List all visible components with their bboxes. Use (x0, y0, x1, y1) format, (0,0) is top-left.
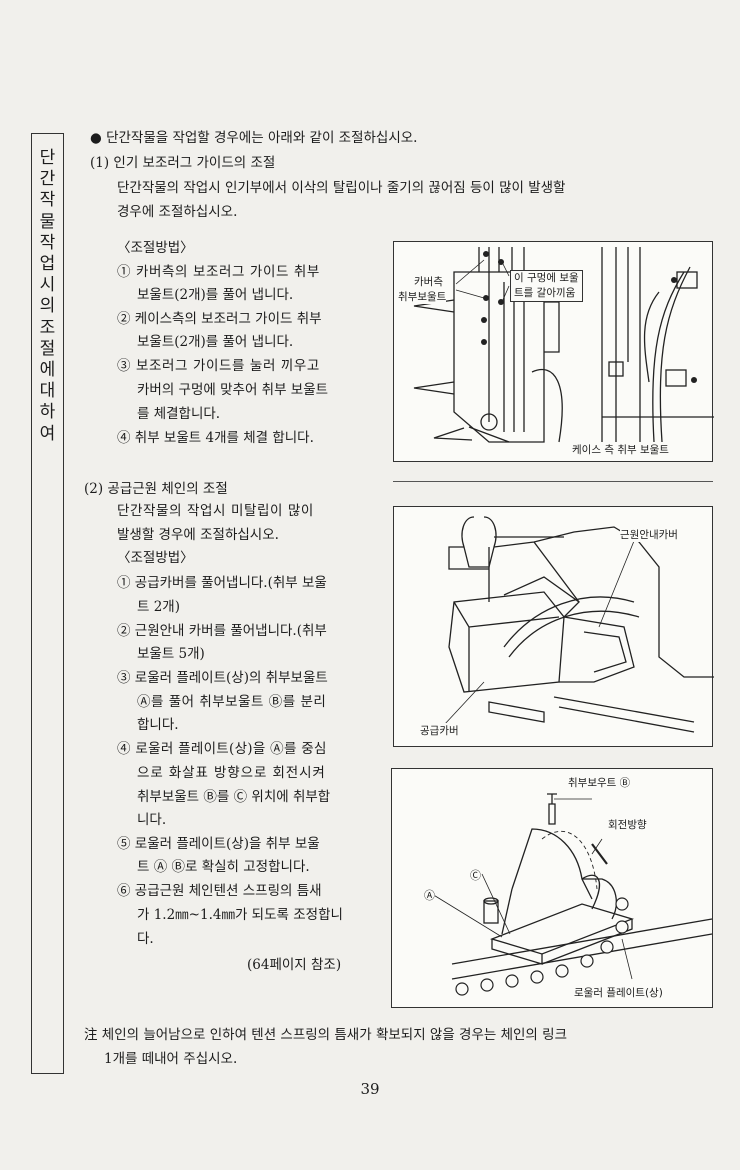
label-hole-2: 트를 갈아끼움 (514, 287, 576, 299)
s2-step4-line3: 취부보울트 Ⓑ를 Ⓒ 위치에 취부합 (137, 789, 331, 805)
section1-heading: (1) 인기 보조러그 가이드의 조절 (90, 155, 276, 171)
s2-step3-line2: Ⓐ를 풀어 취부보울트 Ⓑ를 분리 (137, 694, 327, 710)
s1-step2-line1: ② 케이스측의 보조러그 가이드 취부 (117, 311, 322, 327)
mark-c: Ⓒ (470, 867, 481, 883)
s2-step6-line1: ⑥ 공급근원 체인텐션 스프링의 틈새 (117, 883, 322, 899)
label-guide-cover: 근원안내카버 (620, 527, 678, 542)
note-line-1: 注 체인의 늘어남으로 인하여 텐션 스프링의 틈새가 확보되지 않을 경우는 … (84, 1027, 567, 1043)
s1-step3-line1: ③ 보조러그 가이드를 눌러 끼우고 (117, 358, 320, 374)
intro-line: ● 단간작물을 작업할 경우에는 아래와 같이 조절하십시오. (90, 130, 418, 146)
s2-step6-line3: 다. (137, 931, 154, 947)
label-cover-bolt-2: 취부보울트 (398, 289, 447, 304)
s1-step3-line3: 를 체결합니다. (137, 406, 221, 422)
s1-step1-line2: 보울트(2개)를 풀어 냅니다. (137, 287, 294, 303)
figure-lug-guide: 카버측 취부보울트 이 구멍에 보울 트를 갈아끼움 케이스 측 취부 보울트 (393, 241, 714, 462)
s1-step3-line2: 카버의 구멍에 맞추어 취부 보울트 (137, 382, 329, 398)
label-hole-1: 이 구멍에 보울 (514, 272, 579, 284)
label-hole-box: 이 구멍에 보울 트를 갈아끼움 (510, 270, 583, 302)
s1-step2-line2: 보울트(2개)를 풀어 냅니다. (137, 334, 294, 350)
s2-step2-line1: ② 근원안내 카버를 풀어냅니다.(취부 (117, 623, 327, 639)
s2-step3-line3: 합니다. (137, 717, 179, 733)
page-number: 39 (360, 1080, 380, 1098)
s2-step3-line1: ③ 로울러 플레이트(상)의 취부보울트 (117, 670, 328, 686)
figure-supply-cover: 근원안내카버 공급카버 (393, 506, 714, 747)
mark-a: Ⓐ (424, 887, 435, 903)
label-cover-bolt-1: 카버측 (414, 274, 443, 289)
label-supply-cover: 공급카버 (420, 723, 459, 738)
s2-step2-line2: 보울트 5개) (137, 646, 205, 662)
section1-method-title: 〈조절방법〉 (117, 240, 194, 256)
label-bolt-b: 취부보우트 Ⓑ (568, 775, 631, 790)
section1-desc-1: 단간작물의 작업시 인기부에서 이삭의 탈립이나 줄기의 끊어짐 등이 많이 발… (117, 180, 566, 196)
sidebar-title: 단간작물 작업시의 조절에 대하여 (39, 148, 56, 444)
s2-step1-line2: 트 2개) (137, 599, 180, 615)
section2-desc-1: 단간작물의 작업시 미탈립이 많이 (117, 503, 314, 519)
label-case-bolt: 케이스 측 취부 보울트 (572, 442, 669, 457)
section2-desc-2: 발생할 경우에 조절하십시오. (117, 527, 279, 543)
sidebar-box: 단간작물 작업시의 조절에 대하여 (31, 133, 64, 1074)
s2-step4-line2: 으로 화살표 방향으로 회전시켜 (137, 765, 326, 781)
section-divider (393, 481, 713, 482)
supply-cover-illustration (443, 516, 714, 733)
section2-heading: (2) 공급근원 체인의 조절 (84, 481, 228, 497)
s2-step4-line1: ④ 로울러 플레이트(상)을 Ⓐ를 중심 (117, 741, 327, 757)
label-roller-plate: 로울러 플레이트(상) (574, 985, 663, 1000)
s2-step1-line1: ① 공급카버를 풀어냅니다.(취부 보울 (117, 575, 327, 591)
s1-step1-line1: ① 카버측의 보조러그 가이드 취부 (117, 264, 320, 280)
label-rotation: 회전방향 (608, 817, 647, 832)
s2-step6-line2: 가 1.2㎜~1.4㎜가 되도록 조정합니 (137, 907, 343, 923)
page-reference: (64페이지 참조) (247, 957, 342, 973)
lug-guide-illustration (413, 247, 714, 447)
s1-step4-line1: ④ 취부 보울트 4개를 체결 합니다. (117, 430, 314, 446)
s2-step5-line2: 트 Ⓐ Ⓑ로 확실히 고정합니다. (137, 859, 310, 875)
figure-roller-plate: 취부보우트 Ⓑ 회전방향 로울러 플레이트(상) Ⓐ Ⓒ (391, 768, 713, 1008)
section2-method-title: 〈조절방법〉 (117, 550, 194, 566)
roller-plate-illustration (431, 793, 713, 996)
section1-desc-2: 경우에 조절하십시오. (117, 204, 238, 220)
s2-step4-line4: 니다. (137, 812, 167, 828)
s2-step5-line1: ⑤ 로울러 플레이트(상)을 취부 보울 (117, 836, 320, 852)
note-line-2: 1개를 떼내어 주십시오. (104, 1051, 238, 1067)
